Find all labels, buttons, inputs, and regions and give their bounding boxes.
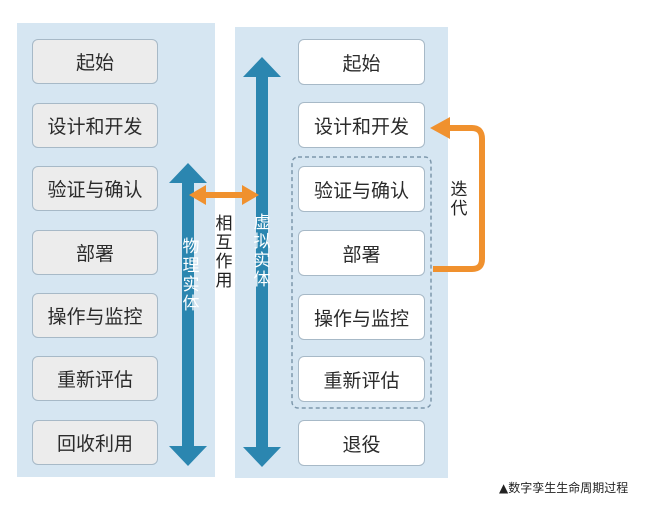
stage-verification-virtual: 验证与确认 (298, 166, 425, 212)
iteration-label: 迭代 (450, 180, 468, 219)
stage-recycle-physical: 回收利用 (32, 420, 158, 465)
stage-operation-virtual: 操作与监控 (298, 294, 425, 340)
virtual-entity-label: 虚拟实体 (253, 213, 271, 290)
iteration-arrow (433, 125, 485, 272)
stage-deployment-virtual: 部署 (298, 230, 425, 276)
stage-design-virtual: 设计和开发 (298, 102, 425, 148)
interaction-label: 相互作用 (215, 214, 233, 291)
stage-operation-physical: 操作与监控 (32, 293, 158, 338)
virtual-axis-arrow (243, 57, 281, 467)
stage-start-physical: 起始 (32, 39, 158, 84)
physical-entity-label: 物理实体 (182, 237, 200, 314)
stage-verification-physical: 验证与确认 (32, 166, 158, 211)
stage-reassess-virtual: 重新评估 (298, 356, 425, 402)
stage-start-virtual: 起始 (298, 39, 425, 85)
stage-retire-virtual: 退役 (298, 420, 425, 466)
stage-reassess-physical: 重新评估 (32, 356, 158, 401)
stage-design-physical: 设计和开发 (32, 103, 158, 148)
physical-axis-arrow (169, 163, 207, 466)
stage-deployment-physical: 部署 (32, 230, 158, 275)
figure-caption: ▲数字孪生生命周期过程 (499, 481, 629, 495)
interaction-arrow (189, 185, 259, 205)
iteration-arrowhead (430, 117, 450, 139)
iteration-group-frame (291, 156, 432, 409)
